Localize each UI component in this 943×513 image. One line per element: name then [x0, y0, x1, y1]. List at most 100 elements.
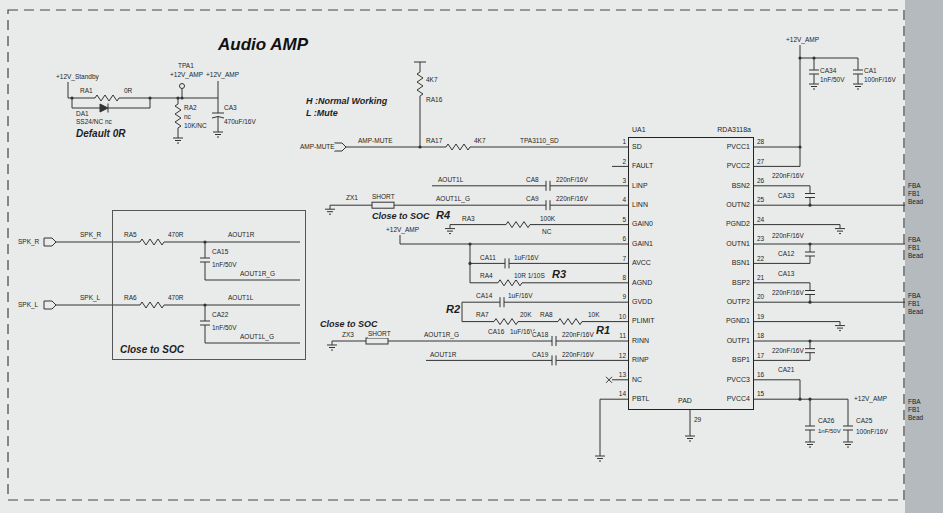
wire	[754, 380, 853, 438]
soc-side-box: Close to SOC	[112, 210, 306, 360]
wire	[462, 297, 628, 324]
component-label: 20K	[520, 311, 532, 319]
pin-number: 1	[622, 138, 626, 146]
component-label: nc	[184, 113, 191, 121]
component-label: CA13	[778, 270, 794, 278]
panel-text: FBA	[908, 398, 921, 406]
panel-text: FB1	[908, 244, 920, 252]
pin-name: PVCC3	[727, 376, 750, 384]
note-text: L :Mute	[306, 108, 338, 119]
component-label: CA33	[778, 192, 794, 200]
component-label: ZX3	[342, 331, 354, 339]
diagram-title: Audio AMP	[218, 35, 308, 55]
junction-dot	[180, 96, 183, 99]
signal-port	[44, 301, 56, 309]
signal-name: AMP-MUTE	[300, 143, 335, 151]
component-label: CA21	[778, 366, 794, 374]
component-label: 4K7	[426, 76, 438, 84]
signal-name: AOUT1L	[228, 294, 253, 302]
component-label: RA1	[80, 87, 93, 95]
component-label: 1nF/50V	[818, 428, 841, 435]
pin-number: 16	[757, 371, 764, 379]
pin-number: 23	[757, 235, 764, 243]
junction-dot	[468, 242, 471, 245]
pin-number: 9	[622, 293, 626, 301]
component-label: +12V_Standby	[56, 73, 99, 81]
junction-dot	[70, 56, 815, 400]
callout-number: R4	[436, 209, 450, 222]
signal-name: AOUT1L_G	[436, 195, 470, 203]
test-point	[180, 84, 185, 89]
component-label: 220nF/16V	[772, 347, 804, 355]
pin-number: 2	[622, 158, 626, 166]
note-text: H :Normal Working	[306, 96, 387, 107]
component-label: 220nF/16V	[772, 172, 804, 180]
junction-dot	[808, 204, 811, 207]
component-label: RA5	[124, 231, 137, 239]
signal-name: AMP-MUTE	[358, 137, 393, 145]
pin-number: 18	[757, 332, 764, 340]
pin-number: 4	[622, 196, 626, 204]
component-label: RA3	[462, 215, 475, 223]
pin-name: GVDD	[632, 298, 652, 306]
pin-number: 29	[694, 416, 701, 424]
pin-name: PVCC4	[727, 395, 750, 403]
wire	[330, 166, 628, 210]
pin-name: NC	[632, 376, 642, 384]
signal-name: AOUT1L_G	[240, 333, 274, 341]
junction-dot	[468, 262, 471, 265]
ground-symbol	[173, 80, 863, 461]
pin-number: 19	[757, 313, 764, 321]
wire	[754, 45, 863, 166]
junction-dot	[418, 145, 421, 148]
component-label: CA14	[476, 292, 492, 300]
wire	[56, 45, 905, 452]
component-label: 470uF/16V	[224, 118, 256, 126]
junction-dot	[148, 96, 151, 99]
pin-name: PAD	[678, 397, 692, 405]
component-label: 100nF/16V	[864, 76, 896, 84]
pin-name: GAIN0	[632, 220, 653, 228]
pin-name: BSN2	[732, 182, 750, 190]
pin-name: FAULT	[632, 162, 653, 170]
signal-name: AOUT1R_G	[240, 270, 275, 278]
pin-name: SD	[632, 143, 642, 151]
ref-designator: UA1	[632, 126, 646, 134]
callout-number: R2	[446, 303, 460, 316]
component-label: RA7	[476, 311, 489, 319]
junction-dot	[176, 96, 179, 99]
pin-number: 5	[622, 216, 626, 224]
pin-name: LINP	[632, 182, 648, 190]
component-label: 1uF/16V	[510, 328, 535, 336]
signal-name: AOUT1R	[430, 351, 456, 359]
wire	[332, 336, 690, 452]
component-label: CA8	[526, 176, 539, 184]
component-label: 470R	[168, 294, 184, 302]
component-label: 220nF/16V	[556, 195, 588, 203]
component-label: 220nF/16V	[772, 232, 804, 240]
wire	[400, 222, 628, 286]
pin-name: BSP1	[732, 356, 750, 364]
pin-number: 3	[622, 177, 626, 185]
wire	[346, 62, 628, 150]
callout-number: R3	[552, 268, 566, 281]
pin-name: PLIMIT	[632, 317, 655, 325]
component-label: CA34	[820, 67, 836, 75]
pin-name: RINP	[632, 356, 649, 364]
junction-dot	[70, 96, 73, 99]
callout-number: R1	[596, 324, 610, 337]
component-label: 220nF/16V	[556, 176, 588, 184]
component-label: RA4	[480, 272, 493, 280]
pin-number: 6	[622, 235, 626, 243]
pin-number: 24	[757, 216, 764, 224]
pin-name: LINN	[632, 201, 648, 209]
component-label: CA18	[532, 331, 548, 339]
pin-name: PGND2	[726, 220, 750, 228]
box-title: Close to SOC	[120, 344, 184, 356]
signal-name: AOUT1L	[438, 176, 463, 184]
signal-port	[44, 143, 346, 309]
pin-number: 10	[619, 313, 626, 321]
pin-name: OUTP1	[727, 337, 750, 345]
